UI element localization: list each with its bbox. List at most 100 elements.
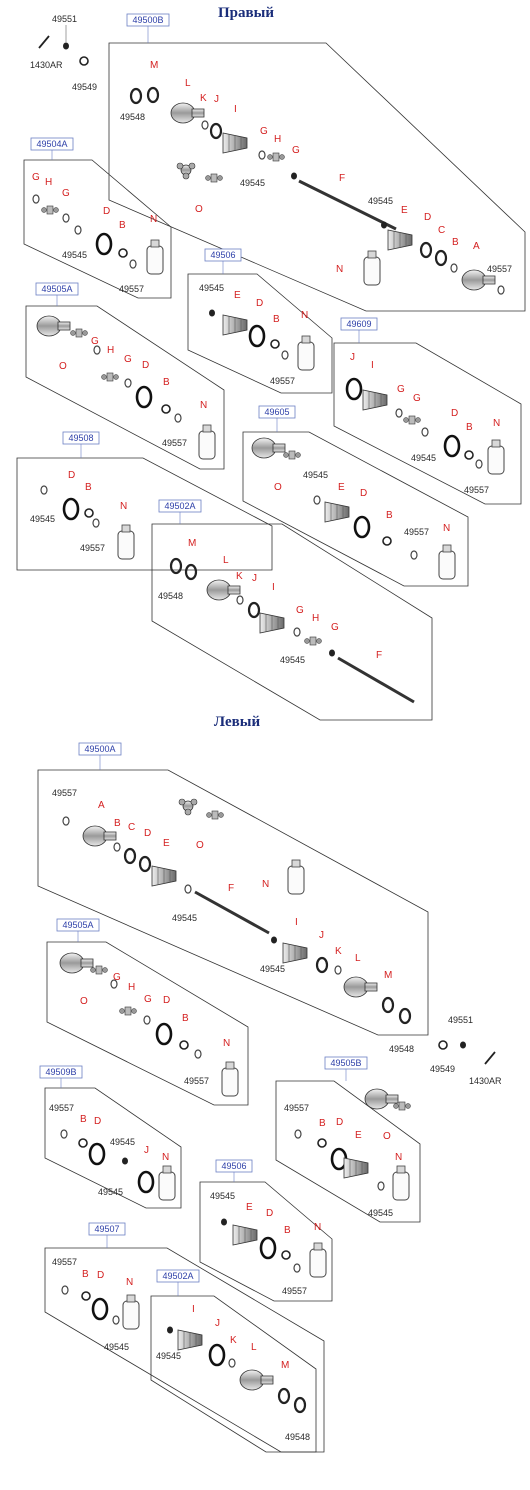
- svg-text:J: J: [350, 352, 355, 363]
- svg-text:49545: 49545: [280, 655, 305, 665]
- group-49508: 49508 49545 D B 49557 N: [16, 431, 273, 571]
- svg-text:E: E: [163, 838, 170, 849]
- label-49551: 49551: [52, 14, 77, 24]
- svg-text:49506: 49506: [210, 250, 235, 260]
- svg-text:N: N: [200, 400, 207, 411]
- svg-text:N: N: [150, 214, 157, 225]
- svg-text:K: K: [230, 1335, 237, 1346]
- svg-text:B: B: [273, 314, 280, 325]
- group-49605: 49605 O 49545 E D B 49557 N: [242, 405, 469, 587]
- svg-text:49548: 49548: [158, 591, 183, 601]
- svg-text:F: F: [228, 883, 234, 894]
- svg-text:D: D: [266, 1208, 273, 1219]
- svg-text:D: D: [451, 408, 458, 419]
- group-49505B: 49505B O 49557 B D E 49545 N: [275, 1056, 421, 1223]
- svg-text:49557: 49557: [270, 376, 295, 386]
- svg-text:D: D: [163, 995, 170, 1006]
- svg-text:O: O: [59, 361, 67, 372]
- svg-text:49557: 49557: [282, 1286, 307, 1296]
- svg-text:G: G: [331, 622, 339, 633]
- svg-text:B: B: [466, 422, 473, 433]
- svg-text:A: A: [98, 800, 105, 811]
- group-49502A-left: 49502A 49545 I J K L M 49548: [150, 1269, 317, 1453]
- svg-text:49545: 49545: [199, 283, 224, 293]
- svg-text:L: L: [185, 78, 191, 89]
- svg-text:49557: 49557: [52, 1257, 77, 1267]
- svg-text:49557: 49557: [284, 1103, 309, 1113]
- nut-icon: [63, 42, 69, 50]
- svg-text:49548: 49548: [120, 112, 145, 122]
- svg-text:49609: 49609: [346, 319, 371, 329]
- svg-text:49545: 49545: [172, 913, 197, 923]
- svg-text:D: D: [144, 828, 151, 839]
- svg-text:E: E: [401, 205, 408, 216]
- svg-text:O: O: [383, 1131, 391, 1142]
- label-49549: 49549: [72, 82, 97, 92]
- svg-text:49557: 49557: [464, 485, 489, 495]
- svg-text:O: O: [274, 482, 282, 493]
- svg-text:C: C: [438, 225, 445, 236]
- group-49507: 49507 49557 B D 49545 N: [44, 1222, 325, 1453]
- svg-text:49548: 49548: [285, 1432, 310, 1442]
- svg-text:E: E: [234, 290, 241, 301]
- svg-text:G: G: [144, 994, 152, 1005]
- svg-text:B: B: [163, 377, 170, 388]
- bolt-icon: [38, 35, 50, 49]
- svg-text:G: G: [260, 126, 268, 137]
- svg-text:J: J: [144, 1145, 149, 1156]
- svg-text:49502A: 49502A: [164, 501, 195, 511]
- svg-text:49551: 49551: [448, 1015, 473, 1025]
- svg-text:O: O: [195, 204, 203, 215]
- svg-text:M: M: [150, 60, 158, 71]
- svg-text:L: L: [355, 953, 361, 964]
- svg-text:N: N: [223, 1038, 230, 1049]
- svg-text:49500A: 49500A: [84, 744, 115, 754]
- svg-text:D: D: [256, 298, 263, 309]
- svg-text:49502A: 49502A: [162, 1271, 193, 1281]
- svg-text:B: B: [386, 510, 393, 521]
- svg-text:K: K: [335, 946, 342, 957]
- svg-text:F: F: [376, 650, 382, 661]
- svg-text:49504A: 49504A: [36, 139, 67, 149]
- svg-text:49545: 49545: [156, 1351, 181, 1361]
- svg-text:H: H: [45, 177, 52, 188]
- svg-text:G: G: [296, 605, 304, 616]
- loose-parts-top: 49551 1430AR 49549: [30, 14, 97, 92]
- svg-text:B: B: [82, 1269, 89, 1280]
- svg-text:N: N: [162, 1152, 169, 1163]
- svg-text:E: E: [355, 1130, 362, 1141]
- svg-text:G: G: [397, 384, 405, 395]
- svg-text:D: D: [68, 470, 75, 481]
- svg-text:49506: 49506: [221, 1161, 246, 1171]
- svg-text:H: H: [312, 613, 319, 624]
- svg-text:B: B: [119, 220, 126, 231]
- svg-text:49505A: 49505A: [41, 284, 72, 294]
- svg-text:1430AR: 1430AR: [469, 1076, 502, 1086]
- group-49505A: 49505A O G H G D B 49557 N: [25, 282, 225, 470]
- svg-text:49545: 49545: [260, 964, 285, 974]
- group-49509B: 49509B 49557 B D 49545 49545 J N: [39, 1065, 182, 1209]
- svg-text:49605: 49605: [264, 407, 289, 417]
- svg-text:D: D: [424, 212, 431, 223]
- svg-text:F: F: [339, 173, 345, 184]
- washer-icon: [79, 56, 89, 66]
- svg-text:N: N: [336, 264, 343, 275]
- svg-text:O: O: [80, 996, 88, 1007]
- group-49505A-left: 49505A O G H G D B 49557 N: [46, 918, 249, 1106]
- svg-text:49557: 49557: [162, 438, 187, 448]
- svg-text:D: D: [142, 360, 149, 371]
- svg-text:G: G: [32, 172, 40, 183]
- svg-text:49545: 49545: [62, 250, 87, 260]
- svg-text:N: N: [443, 523, 450, 534]
- svg-text:N: N: [493, 418, 500, 429]
- svg-text:K: K: [236, 571, 243, 582]
- svg-text:B: B: [80, 1114, 87, 1125]
- svg-text:H: H: [128, 982, 135, 993]
- svg-text:N: N: [262, 879, 269, 890]
- svg-text:49545: 49545: [98, 1187, 123, 1197]
- svg-text:49548: 49548: [389, 1044, 414, 1054]
- svg-text:N: N: [395, 1152, 402, 1163]
- svg-text:A: A: [473, 241, 480, 252]
- svg-text:49545: 49545: [240, 178, 265, 188]
